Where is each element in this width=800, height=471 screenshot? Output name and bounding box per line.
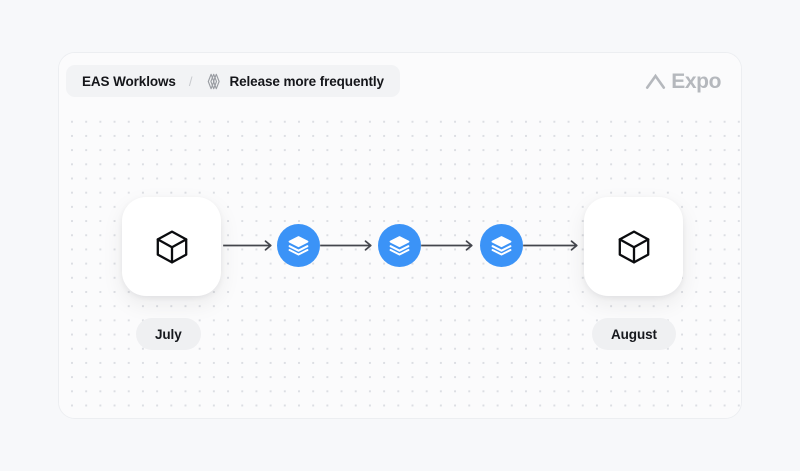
layers-icon xyxy=(388,234,411,257)
expo-brand: Expo xyxy=(645,71,721,92)
layers-icon xyxy=(287,234,310,257)
connector-step-1-to-step-2 xyxy=(320,239,380,252)
cube-icon xyxy=(615,228,653,266)
breadcrumb-separator: / xyxy=(188,73,193,89)
node-label-end: August xyxy=(592,318,676,350)
breadcrumb[interactable]: EAS Worklows / Release more frequently xyxy=(66,65,400,97)
workflow-node-step-2[interactable] xyxy=(378,224,421,267)
connector-start-to-step-1 xyxy=(223,239,280,252)
cube-icon xyxy=(153,228,191,266)
workflow-layers-icon xyxy=(205,72,221,91)
workflow-flow: July August xyxy=(59,53,741,418)
breadcrumb-leaf-label[interactable]: Release more frequently xyxy=(229,73,384,89)
workflow-canvas: EAS Worklows / Release more frequently xyxy=(58,52,742,419)
node-label-start: July xyxy=(136,318,201,350)
workflow-node-end[interactable] xyxy=(584,197,683,296)
workflow-node-step-3[interactable] xyxy=(480,224,523,267)
workflow-node-step-1[interactable] xyxy=(277,224,320,267)
workflow-node-start[interactable] xyxy=(122,197,221,296)
canvas-header: EAS Worklows / Release more frequently xyxy=(59,53,741,109)
expo-wordmark: Expo xyxy=(671,69,721,93)
breadcrumb-root-label[interactable]: EAS Worklows xyxy=(82,73,176,89)
connector-step-2-to-step-3 xyxy=(421,239,481,252)
layers-icon xyxy=(490,234,513,257)
expo-caret-icon xyxy=(645,72,666,91)
connector-step-3-to-end xyxy=(523,239,586,252)
breadcrumb-leaf[interactable]: Release more frequently xyxy=(205,72,384,91)
